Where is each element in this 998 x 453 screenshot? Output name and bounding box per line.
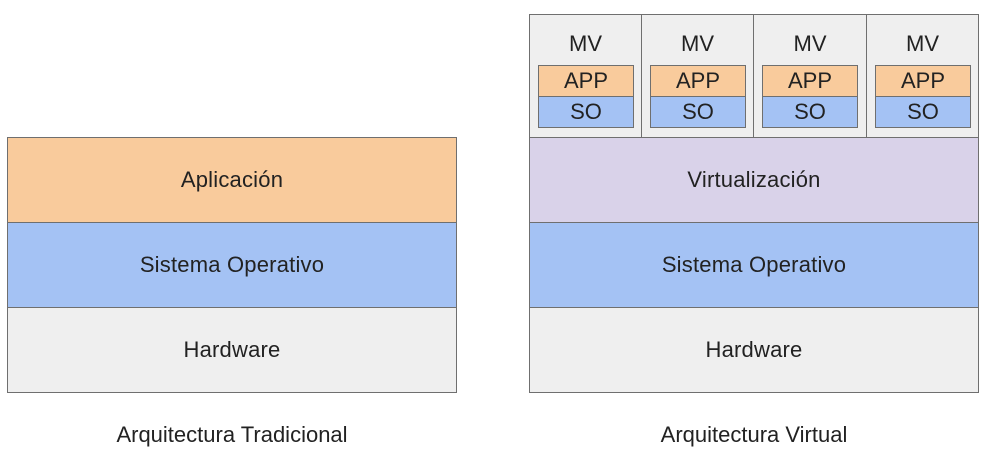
vm-app-block: APP (875, 65, 971, 97)
vm-os-block: SO (762, 96, 858, 128)
virtual-hardware-label: Hardware (705, 337, 803, 362)
vm-box: MV APP SO (753, 14, 867, 138)
traditional-hardware-layer: Hardware (7, 307, 457, 393)
virtual-virtualization-label: Virtualización (687, 167, 821, 192)
vm-label: MV (906, 31, 939, 56)
traditional-os-layer: Sistema Operativo (7, 222, 457, 308)
virtual-caption: Arquitectura Virtual (660, 422, 848, 447)
virtual-hardware-layer: Hardware (529, 307, 979, 393)
traditional-os-label: Sistema Operativo (139, 252, 325, 277)
traditional-application-layer: Aplicación (7, 137, 457, 223)
traditional-application-label: Aplicación (180, 167, 284, 192)
vm-label: MV (793, 31, 827, 56)
traditional-hardware-label: Hardware (183, 337, 281, 362)
vm-app-block: APP (650, 65, 746, 97)
virtual-os-layer: Sistema Operativo (529, 222, 979, 308)
vm-box: MV APP SO (641, 14, 754, 138)
vm-box: MV APP SO (529, 14, 642, 138)
vm-label: MV (569, 31, 602, 56)
virtual-virtualization-layer: Virtualización (529, 137, 979, 223)
vm-box: MV APP SO (866, 14, 979, 138)
vm-label: MV (681, 31, 714, 56)
vm-os-block: SO (875, 96, 971, 128)
virtual-os-label: Sistema Operativo (661, 252, 847, 277)
traditional-caption: Arquitectura Tradicional (116, 422, 348, 447)
vm-app-block: APP (762, 65, 858, 97)
vm-os-block: SO (650, 96, 746, 128)
vm-os-block: SO (538, 96, 634, 128)
vm-app-block: APP (538, 65, 634, 97)
